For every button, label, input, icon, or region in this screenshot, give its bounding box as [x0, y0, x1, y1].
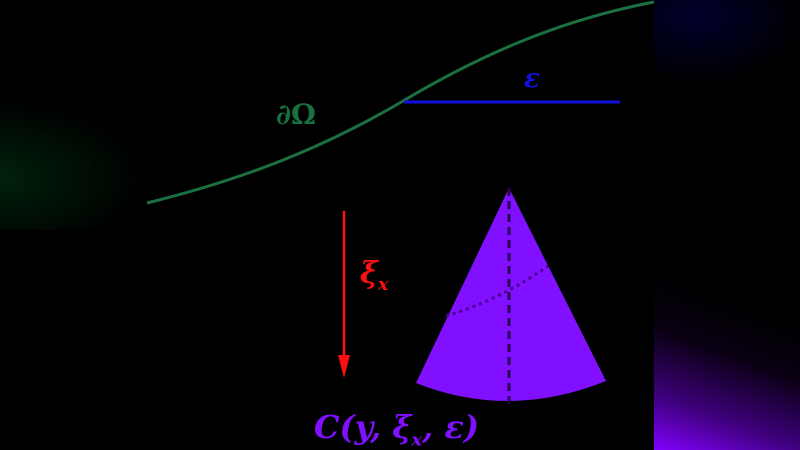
direction-sub: x — [377, 274, 389, 295]
boundary-curve — [146, 0, 655, 205]
epsilon-label: ε — [524, 64, 540, 94]
direction-label: ξx — [360, 256, 389, 295]
cone-label-end: , ε) — [422, 408, 479, 446]
cone-label-sub: x — [411, 429, 423, 450]
cone-label: C(y, ξx, ε) — [314, 408, 479, 450]
cone-shape — [416, 188, 606, 402]
left-green-glow — [0, 100, 146, 230]
cone-label-main: C(y, ξ — [314, 408, 412, 446]
direction-arrow-head — [338, 355, 350, 378]
direction-xi: ξ — [360, 256, 378, 291]
cone-dotted-arc — [445, 264, 549, 318]
right-purple-glow — [654, 230, 800, 450]
right-blue-glow — [654, 0, 800, 80]
boundary-label: ∂Ω — [276, 98, 316, 131]
